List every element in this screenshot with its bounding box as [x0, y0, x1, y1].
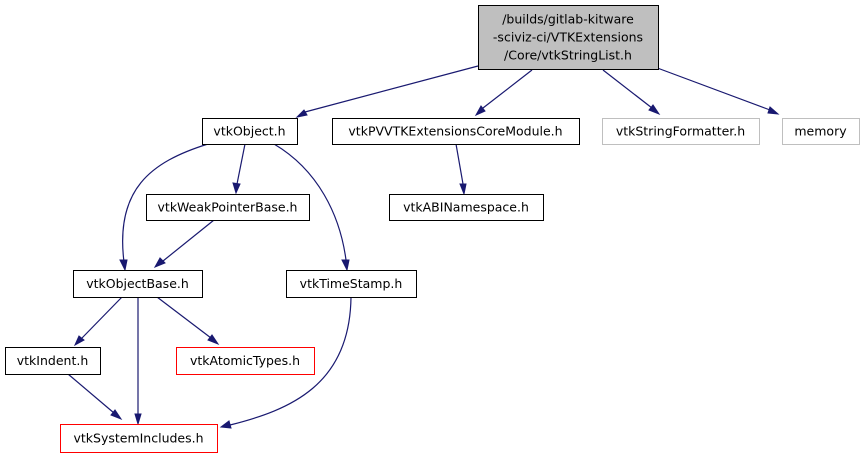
arrowhead-icon [295, 109, 308, 118]
node-label: vtkSystemIncludes.h [73, 431, 203, 446]
edge-vtkIndent-to-vtkSystemIncludes [67, 373, 123, 421]
node-label: vtkWeakPointerBase.h [158, 200, 298, 215]
node-vtkAtomicTypes: vtkAtomicTypes.h [176, 347, 315, 375]
edge-vtkObject-to-vtkObjectBase [119, 143, 209, 272]
arrowhead-icon [207, 334, 220, 346]
node-box [602, 118, 760, 145]
node-vtkWeakPointerBase[interactable]: vtkWeakPointerBase.h [146, 194, 310, 221]
edge-line [602, 69, 653, 109]
node-box [332, 118, 580, 145]
edge-vtkObjectBase-to-vtkSystemIncludes [134, 297, 142, 426]
edge-line [455, 143, 464, 185]
node-label: vtkIndent.h [17, 353, 89, 368]
edge-line [651, 65, 771, 111]
edge-root-to-vtkPVVTKExtensionsCoreModule [474, 69, 533, 117]
edge-line [156, 296, 212, 339]
arrowhead-icon [134, 413, 142, 426]
node-box [5, 347, 101, 375]
arrowhead-icon [767, 106, 780, 115]
node-label: -sciviz-ci/VTKExtensions [493, 30, 643, 45]
arrowhead-icon [110, 409, 123, 421]
arrowhead-icon [459, 183, 467, 196]
node-vtkSystemIncludes: vtkSystemIncludes.h [60, 424, 218, 453]
node-label: memory [794, 124, 847, 139]
node-label: vtkStringFormatter.h [616, 124, 745, 139]
node-label: vtkTimeStamp.h [300, 276, 403, 291]
node-box [146, 194, 310, 221]
arrowhead-icon [73, 335, 85, 347]
arrowhead-icon [232, 182, 241, 195]
edges-layer [67, 65, 780, 429]
edge-line [67, 373, 115, 414]
node-label: vtkObjectBase.h [86, 276, 189, 291]
arrowhead-icon [153, 257, 166, 268]
edge-root-to-vtkStringFormatter [602, 69, 661, 116]
node-box [176, 347, 315, 375]
arrowhead-icon [474, 105, 486, 117]
node-box [60, 424, 218, 453]
edge-vtkObject-to-vtkTimeStamp [273, 143, 350, 272]
node-label: vtkPVVTKExtensionsCoreModule.h [348, 124, 562, 139]
edge-line [229, 296, 352, 426]
edge-vtkPVVTKExtensionsCoreModule-to-vtkABINamespace [455, 143, 467, 196]
node-label: /Core/vtkStringList.h [504, 48, 632, 63]
node-label: /builds/gitlab-kitware [502, 12, 634, 27]
edge-vtkTimeStamp-to-vtkSystemIncludes [219, 296, 352, 429]
node-vtkABINamespace[interactable]: vtkABINamespace.h [389, 194, 544, 221]
node-box [389, 194, 544, 221]
node-root: /builds/gitlab-kitware -sciviz-ci/VTKExte… [478, 5, 659, 70]
nodes-layer: /builds/gitlab-kitware -sciviz-ci/VTKExte… [5, 5, 860, 453]
arrowhead-icon [341, 259, 350, 272]
edge-line [81, 296, 123, 339]
edge-vtkWeakPointerBase-to-vtkObjectBase [153, 219, 215, 268]
node-vtkTimeStamp[interactable]: vtkTimeStamp.h [286, 270, 417, 298]
node-box [286, 270, 417, 298]
node-box [73, 270, 203, 298]
node-memory: memory [782, 118, 860, 145]
node-vtkIndent[interactable]: vtkIndent.h [5, 347, 101, 375]
edge-line [236, 143, 246, 185]
edge-vtkObjectBase-to-vtkIndent [73, 296, 123, 347]
node-vtkObject[interactable]: vtkObject.h [202, 118, 298, 145]
node-label: vtkAtomicTypes.h [190, 353, 300, 368]
node-label: vtkObject.h [213, 124, 285, 139]
edge-vtkObjectBase-to-vtkAtomicTypes [156, 296, 220, 346]
edge-line [304, 65, 479, 113]
edge-line [162, 219, 215, 262]
edge-line [122, 143, 209, 263]
edge-root-to-vtkObject [295, 65, 479, 118]
edge-vtkObject-to-vtkWeakPointerBase [232, 143, 246, 195]
arrowhead-icon [648, 104, 661, 116]
node-vtkPVVTKExtensionsCoreModule[interactable]: vtkPVVTKExtensionsCoreModule.h [332, 118, 580, 145]
node-box [478, 5, 659, 70]
node-label: vtkABINamespace.h [403, 200, 529, 215]
node-box [782, 118, 860, 145]
node-box [202, 118, 298, 145]
arrowhead-icon [219, 420, 232, 429]
node-vtkStringFormatter: vtkStringFormatter.h [602, 118, 760, 145]
edge-line [273, 143, 347, 261]
arrowhead-icon [119, 259, 128, 272]
edge-line [482, 69, 533, 109]
edge-root-to-memory [651, 65, 780, 115]
node-vtkObjectBase[interactable]: vtkObjectBase.h [73, 270, 203, 298]
